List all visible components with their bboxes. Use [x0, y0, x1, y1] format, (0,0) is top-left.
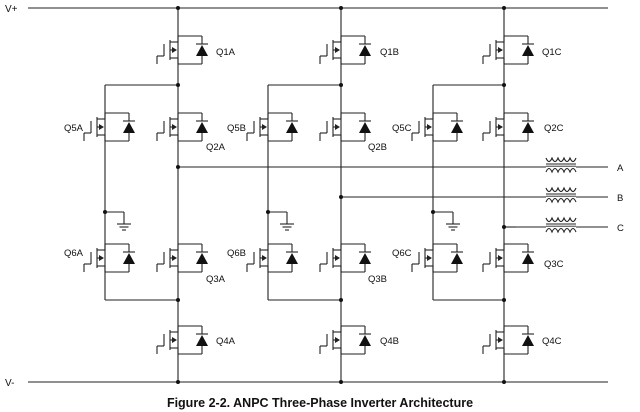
q6a-switch	[83, 243, 136, 273]
output-b-filter	[516, 187, 608, 203]
q1b-label: Q1B	[380, 47, 399, 58]
q2a-label: Q2A	[206, 142, 226, 153]
q5c-switch	[411, 112, 464, 142]
q1a-label: Q1A	[216, 47, 236, 58]
q5a-label: Q5A	[64, 123, 84, 134]
q1c-switch	[482, 35, 535, 65]
q5a-switch	[83, 112, 136, 142]
output-c-label: C	[617, 223, 624, 234]
q6a-label: Q6A	[64, 248, 84, 259]
q2c-label: Q2C	[544, 123, 564, 134]
output-a-filter	[516, 157, 608, 173]
phase-c-leg	[431, 6, 516, 384]
q3c-switch	[482, 243, 535, 273]
q3b-label: Q3B	[368, 274, 387, 285]
output-c-filter	[516, 217, 608, 233]
vplus-label: V+	[5, 4, 18, 15]
q2b-label: Q2B	[368, 142, 387, 153]
q3c-label: Q3C	[544, 259, 564, 270]
phase-a-leg	[103, 6, 516, 384]
phase-b-leg	[266, 6, 516, 384]
q5b-label: Q5B	[227, 123, 246, 134]
q2a-switch	[156, 112, 209, 142]
output-a-label: A	[617, 163, 624, 174]
output-b-label: B	[617, 193, 623, 204]
q4c-label: Q4C	[542, 336, 562, 347]
q6c-label: Q6C	[392, 248, 412, 259]
q6b-switch	[246, 243, 299, 273]
q3a-label: Q3A	[206, 274, 226, 285]
q2b-switch	[319, 112, 372, 142]
vminus-label: V-	[5, 378, 14, 389]
q4b-label: Q4B	[380, 336, 399, 347]
q4a-label: Q4A	[216, 336, 236, 347]
q4a-switch	[156, 325, 209, 355]
q6c-switch	[411, 243, 464, 273]
q2c-switch	[482, 112, 535, 142]
q3b-switch	[319, 243, 372, 273]
figure-caption: Figure 2-2. ANPC Three-Phase Inverter Ar…	[166, 396, 474, 410]
q5b-switch	[246, 112, 299, 142]
q3a-switch	[156, 243, 209, 273]
q1c-label: Q1C	[542, 47, 562, 58]
q6b-label: Q6B	[227, 248, 246, 259]
q4b-switch	[319, 325, 372, 355]
q1b-switch	[319, 35, 372, 65]
q1a-switch	[156, 35, 209, 65]
q5c-label: Q5C	[392, 123, 412, 134]
q4c-switch	[482, 325, 535, 355]
